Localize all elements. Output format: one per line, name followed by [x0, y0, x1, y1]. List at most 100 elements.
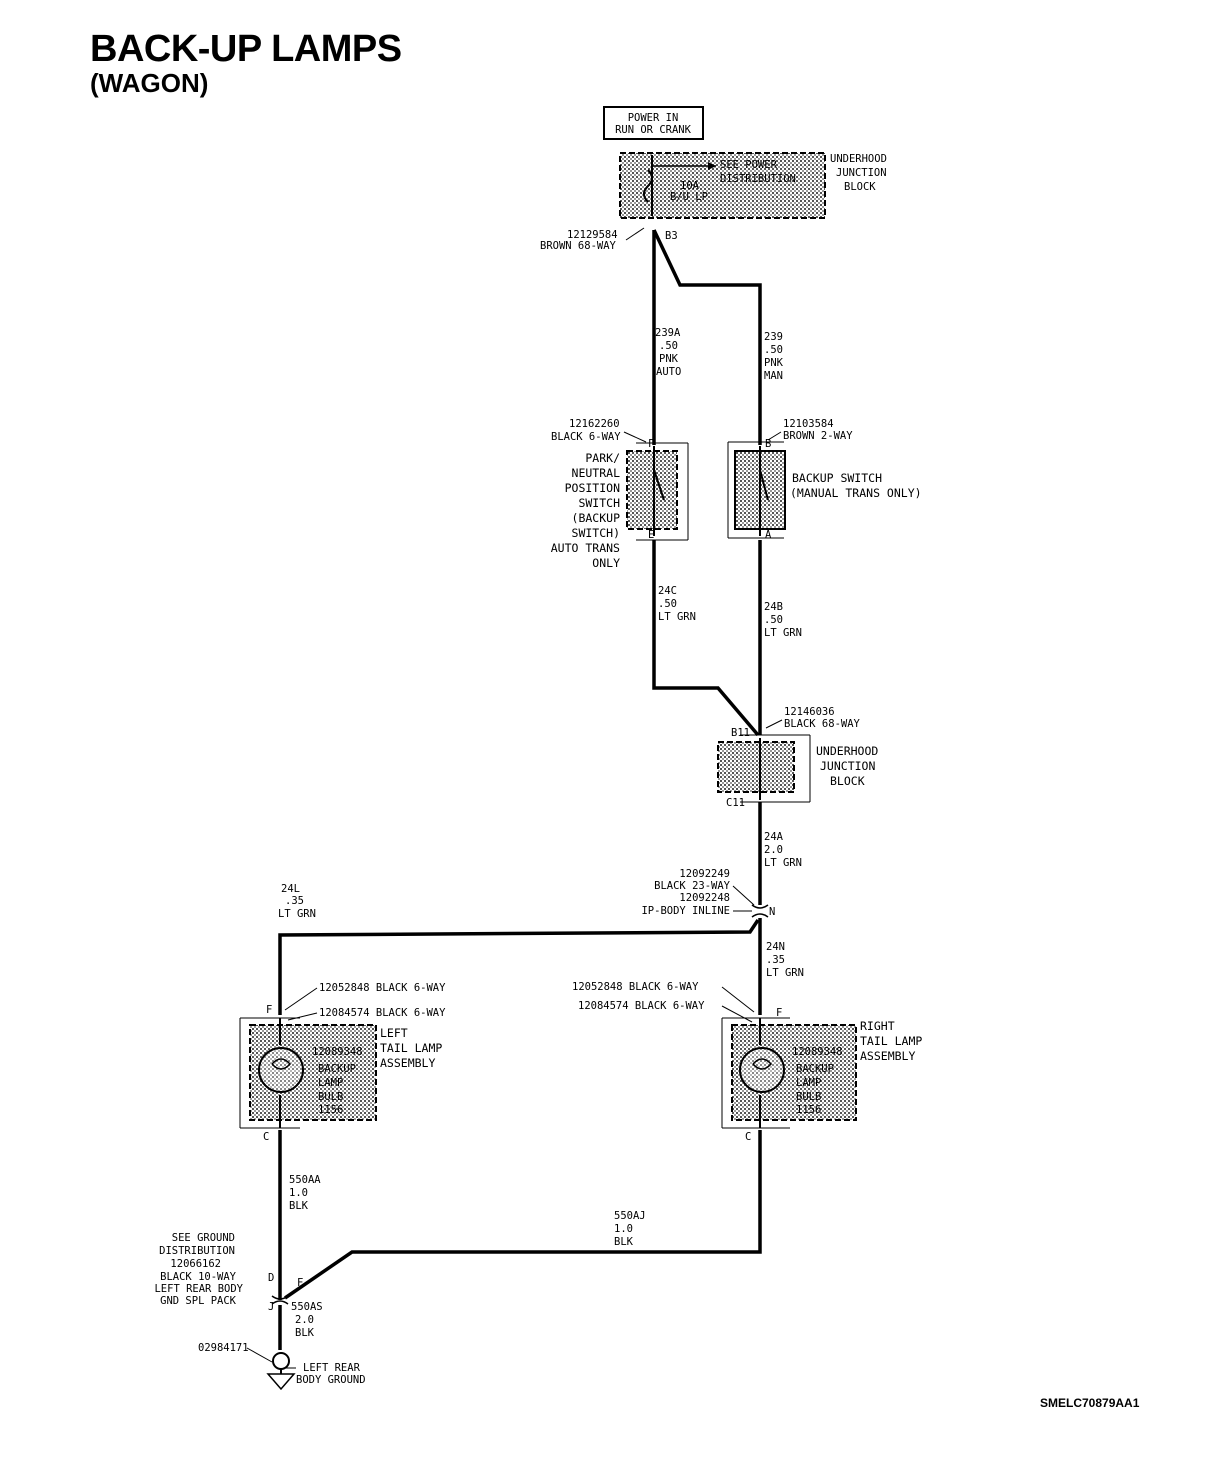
svg-text:LT GRN: LT GRN: [766, 967, 804, 979]
svg-text:IP-BODY INLINE: IP-BODY INLINE: [641, 905, 730, 917]
connector-12162260: 12162260: [569, 418, 620, 430]
right-bulb-line-4: BULB: [796, 1091, 821, 1103]
connector-12146036: 12146036: [784, 706, 835, 718]
svg-text:2.0: 2.0: [295, 1314, 314, 1326]
svg-text:BLK: BLK: [614, 1236, 634, 1248]
ground-icon: [266, 1373, 296, 1391]
wire-label-24a: 24A 2.0 LT GRN: [764, 831, 802, 869]
underhood-junction-block-top: SEE POWER DISTRIBUTION 10A B/U LP UNDERH…: [619, 152, 887, 219]
svg-text:24B: 24B: [764, 601, 783, 613]
backup-switch-label-2: (MANUAL TRANS ONLY): [790, 486, 922, 500]
svg-text:GND SPL PACK: GND SPL PACK: [160, 1295, 237, 1307]
svg-text:DISTRIBUTION: DISTRIBUTION: [159, 1245, 235, 1257]
inline-connector-icon: [751, 904, 769, 918]
svg-text:PARK/: PARK/: [585, 451, 620, 465]
connector-12103584: 12103584: [783, 418, 834, 430]
svg-text:BLACK 23-WAY: BLACK 23-WAY: [654, 880, 731, 892]
right-lamp-label-2: TAIL LAMP: [860, 1034, 922, 1048]
jb-top-label-1: UNDERHOOD: [830, 153, 887, 165]
wire-label-24l: 24L .35 LT GRN: [278, 883, 316, 920]
backup-switch: B A: [727, 438, 786, 541]
backup-switch-label-1: BACKUP SWITCH: [792, 471, 882, 485]
left-lamp-pin-f: F: [266, 1004, 272, 1016]
splice-pin-d: D: [268, 1272, 274, 1284]
wire-550aj: [284, 1130, 762, 1300]
left-bulb-part: 12089348: [312, 1046, 363, 1058]
connector-12129584: 12129584: [567, 229, 618, 241]
right-tail-lamp-assembly: 12089348 BACKUP LAMP BULB 1156: [721, 1017, 857, 1129]
power-in-box: POWER IN RUN OR CRANK: [603, 106, 704, 140]
svg-text:SWITCH: SWITCH: [578, 496, 620, 510]
wire-239: [652, 229, 762, 445]
right-bulb-line-2: BACKUP: [796, 1063, 834, 1075]
right-bulb-line-5: 1156: [796, 1104, 821, 1116]
prndl-pin-f: F: [648, 438, 654, 450]
svg-text:12052848 BLACK 6-WAY: 12052848 BLACK 6-WAY: [319, 982, 446, 994]
prndl-pin-e: E: [648, 529, 654, 541]
svg-text:LEFT REAR BODY: LEFT REAR BODY: [154, 1283, 243, 1295]
pin-b3: B3: [665, 230, 678, 242]
svg-text:PNK: PNK: [659, 353, 679, 365]
backup-pin-b: B: [765, 438, 771, 450]
ground-splice-pack: SEE GROUND DISTRIBUTION 12066162 BLACK 1…: [154, 1232, 303, 1313]
fuse-note-line-2: DISTRIBUTION: [720, 173, 796, 185]
diagram-title: BACK-UP LAMPS: [90, 28, 402, 70]
wire-label-550aa: 550AA 1.0 BLK: [289, 1174, 321, 1212]
fuse-note-line-1: SEE POWER: [720, 159, 778, 171]
fuse-rating: 10A: [680, 180, 700, 192]
power-box-line-2: RUN OR CRANK: [615, 124, 692, 136]
svg-text:24N: 24N: [766, 941, 785, 953]
svg-text:12066162: 12066162: [170, 1258, 221, 1270]
ground-eyelet-icon: [272, 1352, 290, 1370]
right-bulb-part: 12089348: [792, 1046, 843, 1058]
svg-text:LT GRN: LT GRN: [658, 611, 696, 623]
svg-text:PNK: PNK: [764, 357, 784, 369]
arrow-icon: [708, 162, 716, 170]
right-bulb-icon: [739, 1047, 785, 1093]
svg-text:NEUTRAL: NEUTRAL: [572, 466, 621, 480]
svg-text:.35: .35: [285, 895, 304, 907]
wire-label-239: 239 .50 PNK MAN: [764, 331, 784, 382]
power-box-line-1: POWER IN: [628, 112, 679, 124]
svg-text:ONLY: ONLY: [592, 556, 620, 570]
svg-text:MAN: MAN: [764, 370, 783, 382]
svg-text:12092248: 12092248: [679, 892, 730, 904]
splice-pin-j: J: [268, 1301, 274, 1313]
svg-text:SWITCH): SWITCH): [572, 526, 620, 540]
ground-part-number: 02984171: [198, 1342, 249, 1354]
underhood-junction-block-2: B11 C11: [717, 727, 811, 809]
drawing-code: SMELC70879AA1: [1040, 1396, 1140, 1410]
wire-label-24n: 24N .35 LT GRN: [766, 941, 804, 979]
svg-text:2.0: 2.0: [764, 844, 783, 856]
wire-label-550aj: 550AJ 1.0 BLK: [614, 1210, 646, 1248]
svg-text:239A: 239A: [655, 327, 681, 339]
left-tail-lamp-connectors: 12052848 BLACK 6-WAY 12084574 BLACK 6-WA…: [263, 982, 446, 1143]
svg-text:550AJ: 550AJ: [614, 1210, 646, 1222]
jb-top-label-3: BLOCK: [844, 181, 876, 193]
connector-brown-2-way: BROWN 2-WAY: [783, 430, 853, 442]
svg-text:24A: 24A: [764, 831, 784, 843]
right-bulb-line-3: LAMP: [796, 1077, 821, 1089]
wire-24c: [652, 540, 760, 737]
fuse-icon: [643, 169, 653, 203]
svg-text:24C: 24C: [658, 585, 677, 597]
right-tail-lamp-connectors: 12052848 BLACK 6-WAY 12084574 BLACK 6-WA…: [572, 981, 782, 1143]
svg-text:.50: .50: [764, 614, 783, 626]
left-lamp-label-2: TAIL LAMP: [380, 1041, 442, 1055]
ground-label-1: LEFT REAR: [303, 1362, 361, 1374]
splice-pin-f: F: [297, 1277, 303, 1289]
svg-text:BLK: BLK: [289, 1200, 309, 1212]
right-lamp-pin-c: C: [745, 1131, 751, 1143]
svg-text:AUTO TRANS: AUTO TRANS: [551, 541, 620, 555]
left-bulb-line-3: LAMP: [318, 1077, 343, 1089]
jb2-label-1: UNDERHOOD: [816, 744, 878, 758]
prndl-label: PARK/ NEUTRAL POSITION SWITCH (BACKUP SW…: [551, 451, 620, 570]
left-lamp-label-1: LEFT: [380, 1026, 408, 1040]
svg-text:AUTO: AUTO: [656, 366, 681, 378]
right-lamp-label-1: RIGHT: [860, 1019, 895, 1033]
jb2-label-3: BLOCK: [830, 774, 865, 788]
connector-brown-68-way: BROWN 68-WAY: [540, 240, 617, 252]
svg-text:(BACKUP: (BACKUP: [572, 511, 621, 525]
svg-text:BLK: BLK: [295, 1327, 315, 1339]
